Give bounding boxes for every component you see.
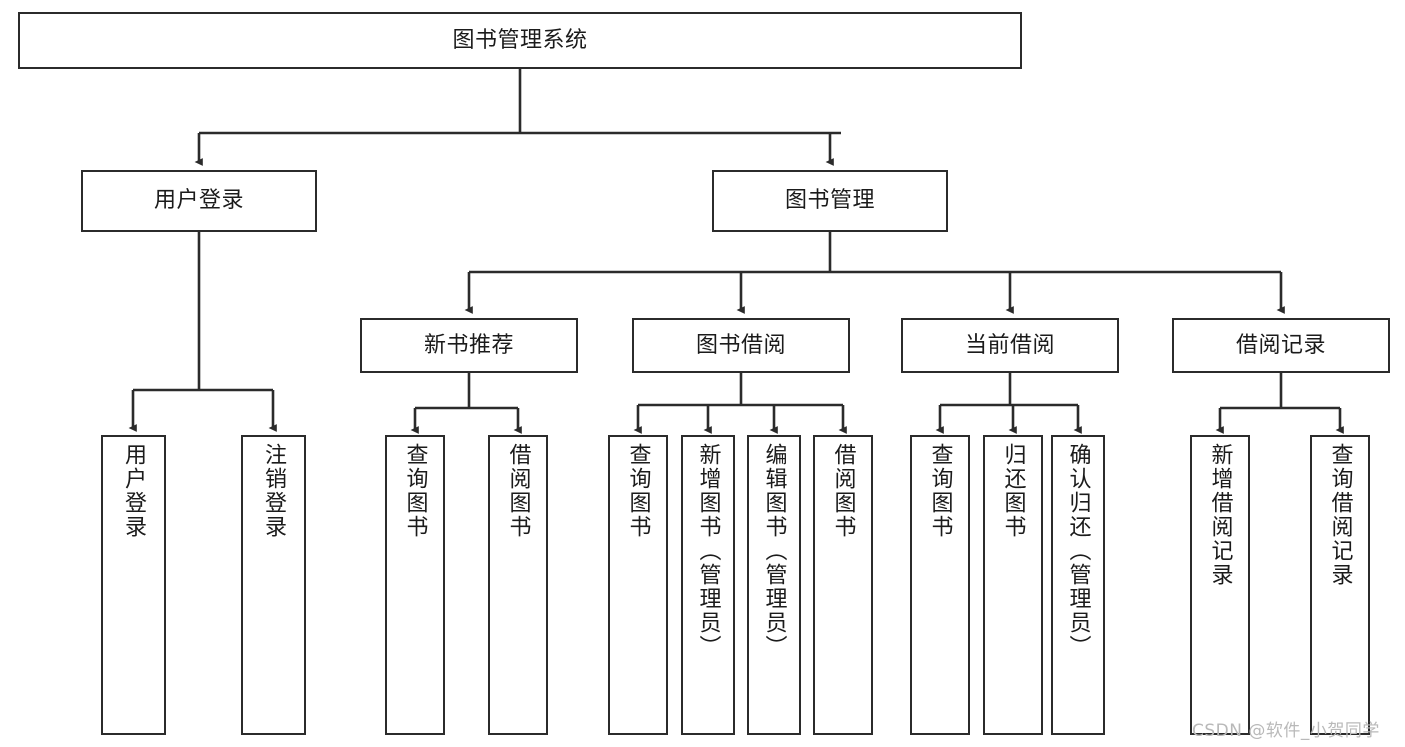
node-label: 新增借阅记录 xyxy=(1207,443,1233,587)
leaf-confirm-return-admin[interactable]: 确认归还（管理员） xyxy=(1051,435,1105,735)
leaf-query-borrow-record[interactable]: 查询借阅记录 xyxy=(1310,435,1370,735)
node-book-management[interactable]: 图书管理 xyxy=(712,170,948,232)
csdn-watermark: CSDN @软件_小贺同学 xyxy=(1192,721,1380,741)
node-label: 借阅记录 xyxy=(1235,332,1326,358)
node-label: 确认归还（管理员） xyxy=(1065,443,1091,659)
node-label: 查询图书 xyxy=(927,443,953,539)
leaf-add-book-admin[interactable]: 新增图书（管理员） xyxy=(681,435,735,735)
node-label: 查询图书 xyxy=(625,443,651,539)
leaf-return-book[interactable]: 归还图书 xyxy=(983,435,1043,735)
node-label: 查询图书 xyxy=(402,443,428,539)
leaf-query-book-current[interactable]: 查询图书 xyxy=(910,435,970,735)
node-borrow-record[interactable]: 借阅记录 xyxy=(1172,318,1390,373)
node-label: 用户登录 xyxy=(153,188,244,214)
node-label: 图书管理 xyxy=(784,188,875,214)
node-label: 新增图书（管理员） xyxy=(695,443,721,659)
leaf-borrow-book[interactable]: 借阅图书 xyxy=(813,435,873,735)
leaf-add-borrow-record[interactable]: 新增借阅记录 xyxy=(1190,435,1250,735)
node-label: 借阅图书 xyxy=(505,443,531,539)
node-label: 借阅图书 xyxy=(830,443,856,539)
node-label: 图书借阅 xyxy=(695,332,786,358)
node-book-borrow[interactable]: 图书借阅 xyxy=(632,318,850,373)
leaf-query-book-recommend[interactable]: 查询图书 xyxy=(385,435,445,735)
node-label: 查询借阅记录 xyxy=(1327,443,1353,587)
leaf-edit-book-admin[interactable]: 编辑图书（管理员） xyxy=(747,435,801,735)
leaf-logout[interactable]: 注销登录 xyxy=(241,435,306,735)
leaf-query-book-borrow[interactable]: 查询图书 xyxy=(608,435,668,735)
node-user-login[interactable]: 用户登录 xyxy=(81,170,317,232)
node-label: 注销登录 xyxy=(261,443,287,539)
leaf-user-login[interactable]: 用户登录 xyxy=(101,435,166,735)
leaf-borrow-book-recommend[interactable]: 借阅图书 xyxy=(488,435,548,735)
node-label: 当前借阅 xyxy=(964,332,1055,358)
node-label: 归还图书 xyxy=(1000,443,1026,539)
node-new-book-recommend[interactable]: 新书推荐 xyxy=(360,318,578,373)
node-label: 新书推荐 xyxy=(423,332,514,358)
node-label: 编辑图书（管理员） xyxy=(761,443,787,659)
node-label: 图书管理系统 xyxy=(452,27,588,53)
node-root-system[interactable]: 图书管理系统 xyxy=(18,12,1022,69)
node-label: 用户登录 xyxy=(121,443,147,539)
node-current-borrow[interactable]: 当前借阅 xyxy=(901,318,1119,373)
